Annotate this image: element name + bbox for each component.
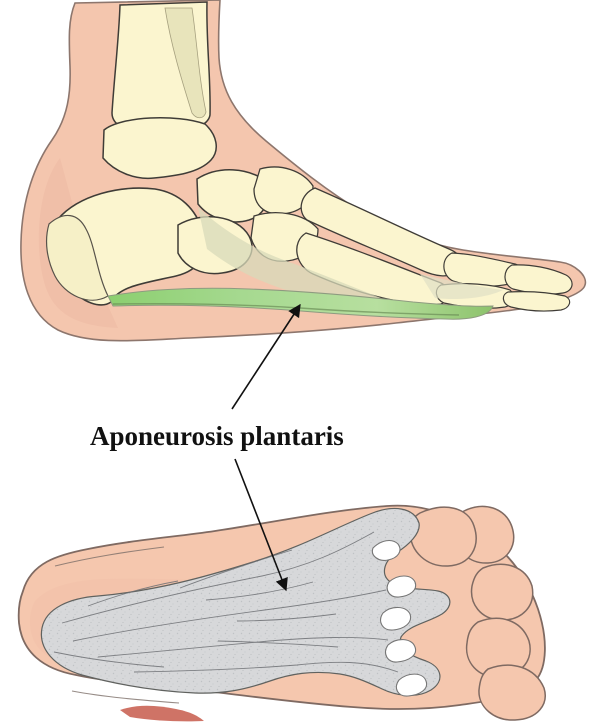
toe-2 [472,564,533,620]
phalanx-bone-4 [503,292,569,311]
aponeurosis-label: Aponeurosis plantaris [90,421,344,451]
